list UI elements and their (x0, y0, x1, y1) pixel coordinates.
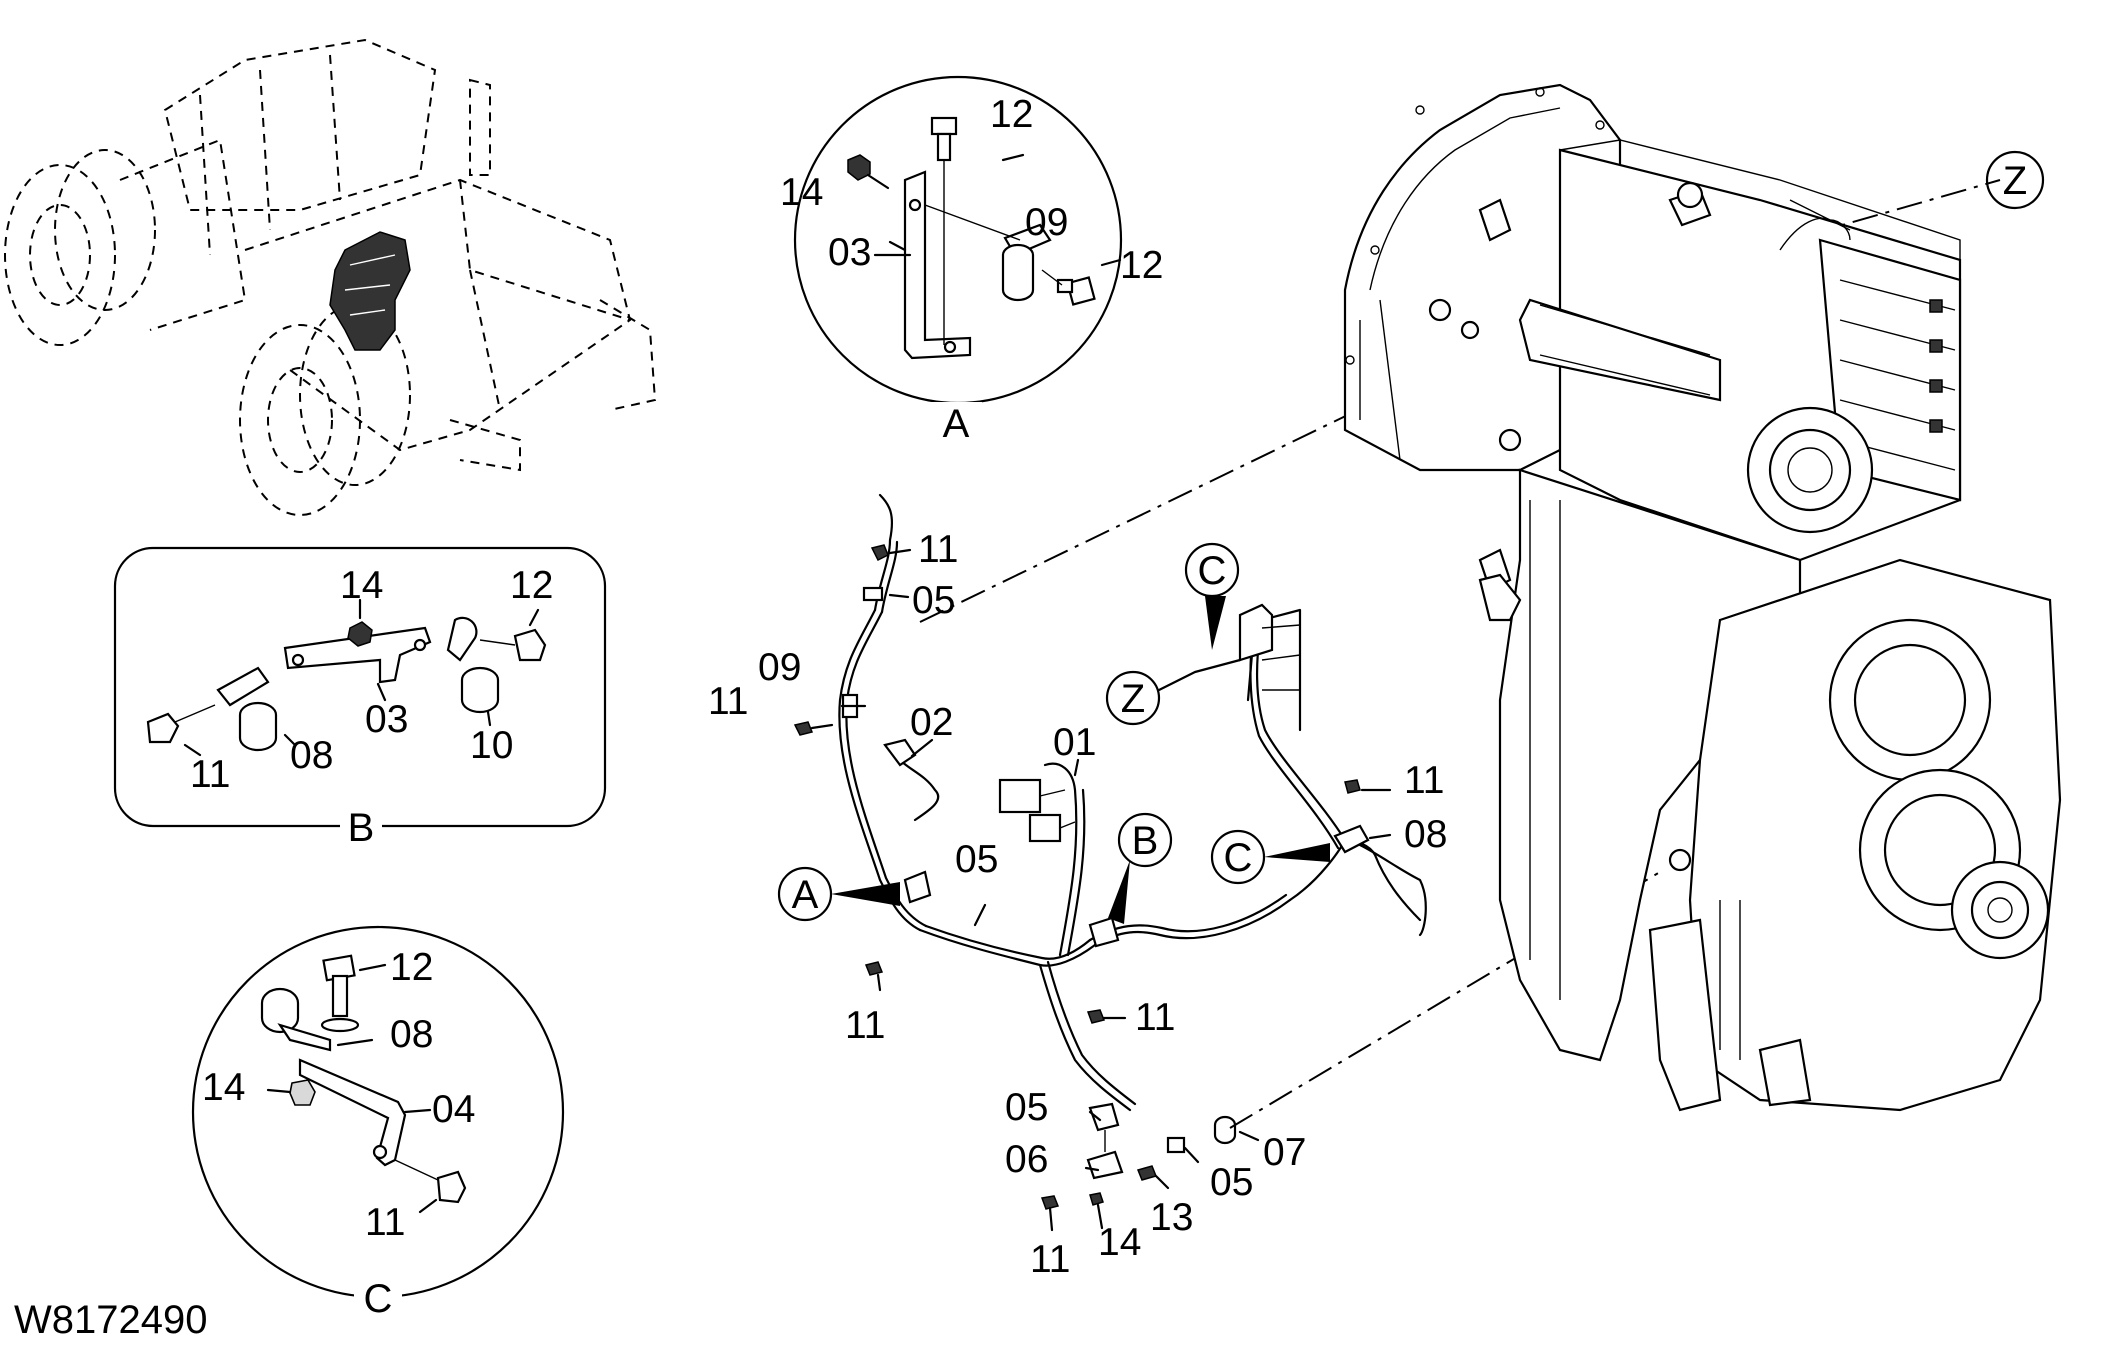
bolt-11-lower (864, 961, 884, 976)
callout-c-top: C (1184, 542, 1240, 650)
bolt-12-top (930, 116, 958, 162)
nut-14-b (347, 621, 373, 647)
label-05-mid: 05 (955, 838, 998, 881)
label-05-right: 05 (1210, 1161, 1253, 1204)
bracket-05-06 (1086, 1102, 1124, 1180)
callout-z-mid-label: Z (1121, 677, 1145, 721)
wiring-harness: A B C C Z 11 05 09 11 02 01 05 11 (708, 493, 1447, 1281)
bolt-12-c (320, 954, 360, 1033)
label-14-bottom: 14 (1098, 1221, 1141, 1264)
label-06: 06 (1005, 1138, 1048, 1181)
transmission-assembly: Z (1343, 83, 2062, 1112)
label-14-b: 14 (340, 564, 383, 607)
callout-z-transmission: Z (1985, 150, 2045, 210)
bracket-04 (298, 1058, 407, 1167)
label-11-bottom: 11 (1030, 1238, 1071, 1281)
callout-b-label: B (1132, 819, 1159, 863)
label-01: 01 (1053, 721, 1096, 764)
clip-09 (1001, 223, 1052, 302)
label-02: 02 (910, 701, 953, 744)
label-11-c: 11 (365, 1201, 406, 1244)
callout-b-harness: B (1108, 812, 1173, 924)
bolt-11-center (1086, 1009, 1106, 1024)
label-04-c: 04 (432, 1088, 475, 1131)
clamp-b-harness (1088, 916, 1120, 948)
callout-a-harness: A (777, 866, 900, 922)
sleeve-07 (1213, 1115, 1237, 1145)
clamp-a-harness (903, 870, 932, 904)
label-11-lower: 11 (845, 1004, 886, 1047)
bolt-12-b (479, 628, 547, 662)
clamp-c-top (1238, 603, 1301, 691)
label-11-top: 11 (918, 528, 959, 571)
label-11-center: 11 (1135, 996, 1176, 1039)
callout-a-label: A (792, 873, 819, 917)
label-03-b: 03 (365, 698, 408, 741)
label-11-left: 11 (708, 680, 749, 723)
callout-z-label: Z (2003, 159, 2027, 203)
transmission-highlight (329, 231, 411, 351)
connector-01 (998, 778, 1076, 843)
view-a-caption: A (943, 402, 970, 446)
view-c-caption: C (364, 1277, 393, 1321)
nut-14-c (289, 1079, 316, 1106)
callout-c-mid-label: C (1224, 836, 1253, 880)
view-b-caption: B (348, 806, 375, 850)
detail-view-a: 12 14 03 09 12 A (780, 75, 1163, 446)
bolt-11-top (870, 544, 889, 562)
label-12-top: 12 (990, 93, 1033, 136)
clip-08-b (216, 666, 278, 752)
label-08-c: 08 (390, 1013, 433, 1056)
label-08-harness: 08 (1404, 813, 1447, 856)
callout-z-harness: Z (1105, 658, 1242, 726)
label-05-low: 05 (1005, 1086, 1048, 1129)
callout-c-mid: C (1210, 829, 1330, 885)
bolt-11-left (793, 721, 814, 736)
label-11-right: 11 (1404, 759, 1445, 802)
label-07: 07 (1263, 1131, 1306, 1174)
machine-overview (4, 38, 657, 516)
bolt-11-c (394, 1159, 467, 1204)
clip-10 (446, 616, 500, 714)
bolt-11-right (1344, 779, 1361, 794)
label-12-side: 12 (1120, 244, 1163, 287)
label-09: 09 (1025, 201, 1068, 244)
label-12-b: 12 (510, 564, 553, 607)
callout-c-top-label: C (1198, 549, 1227, 593)
nut-14-bottom (1089, 1192, 1104, 1206)
label-14-c: 14 (202, 1066, 245, 1109)
label-03: 03 (828, 231, 871, 274)
clip-05-right (1166, 1136, 1186, 1154)
label-08-b: 08 (290, 734, 333, 777)
detail-view-b: 14 12 03 10 11 08 B (113, 546, 607, 850)
label-12-c: 12 (390, 946, 433, 989)
clip-05-top (862, 586, 884, 602)
bolt-11-b (146, 704, 216, 744)
detail-view-c: 12 08 14 04 11 C (191, 925, 565, 1321)
bracket-03-b (283, 626, 432, 684)
clip-08-c (260, 987, 332, 1052)
label-11-b: 11 (190, 753, 231, 796)
bolt-11-bottom (1040, 1195, 1060, 1210)
nut-14 (847, 154, 871, 181)
bolt-13 (1136, 1165, 1158, 1181)
bolt-12-side (1056, 276, 1096, 306)
bracket-03 (903, 170, 972, 360)
label-14: 14 (780, 171, 823, 214)
clamp-08-harness (1333, 824, 1370, 854)
label-10-b: 10 (470, 724, 513, 767)
label-13: 13 (1150, 1196, 1193, 1239)
label-09-harness: 09 (758, 646, 801, 689)
figure-id: W8172490 (14, 1298, 207, 1342)
